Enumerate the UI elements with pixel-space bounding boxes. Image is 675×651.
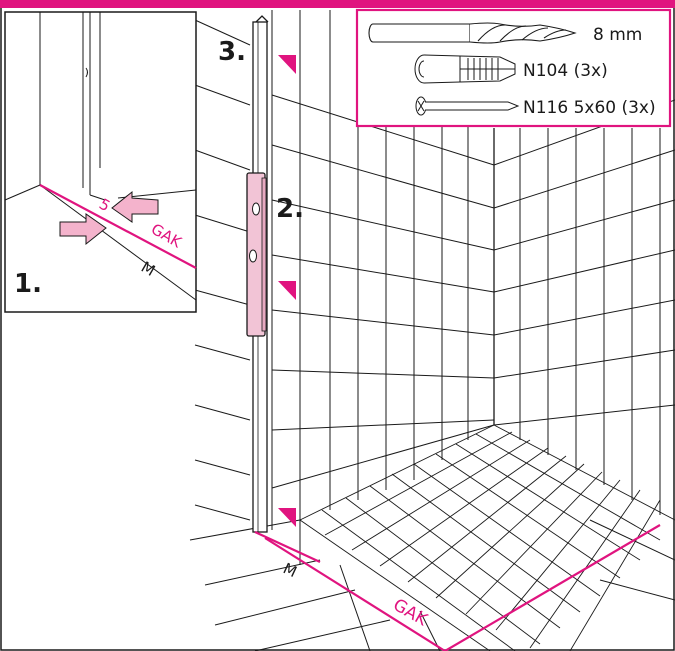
dowel-label: N104 (3x) — [523, 61, 608, 81]
marker-triangle-icon — [278, 281, 296, 300]
marker-triangles — [278, 55, 296, 527]
top-accent-bar — [0, 0, 675, 8]
inset-panel: 5 GAK M 1. — [4, 11, 197, 313]
screw-icon — [415, 96, 520, 116]
floor-measure-lines — [254, 524, 661, 651]
drill-size-label: 8 mm — [593, 25, 642, 45]
step-3-label: 3. — [218, 37, 246, 67]
step-2-label: 2. — [276, 194, 304, 224]
push-arrow-icon — [59, 190, 159, 246]
marker-triangle-icon — [278, 55, 296, 74]
marker-triangle-icon — [278, 508, 296, 527]
parts-box: 8 mm N104 (3x) N116 5x60 (3x) — [355, 8, 672, 128]
step-1-label: 1. — [14, 269, 42, 299]
right-wall-tiles — [493, 99, 675, 515]
outer-floor-tiles — [189, 519, 675, 651]
side-wall-tiles — [194, 19, 251, 521]
spirit-level-icon — [246, 172, 267, 337]
wall-dowel-icon — [414, 54, 516, 84]
screw-label: N116 5x60 (3x) — [523, 98, 656, 118]
tiled-room — [189, 10, 675, 651]
drill-bit-icon — [368, 22, 577, 44]
